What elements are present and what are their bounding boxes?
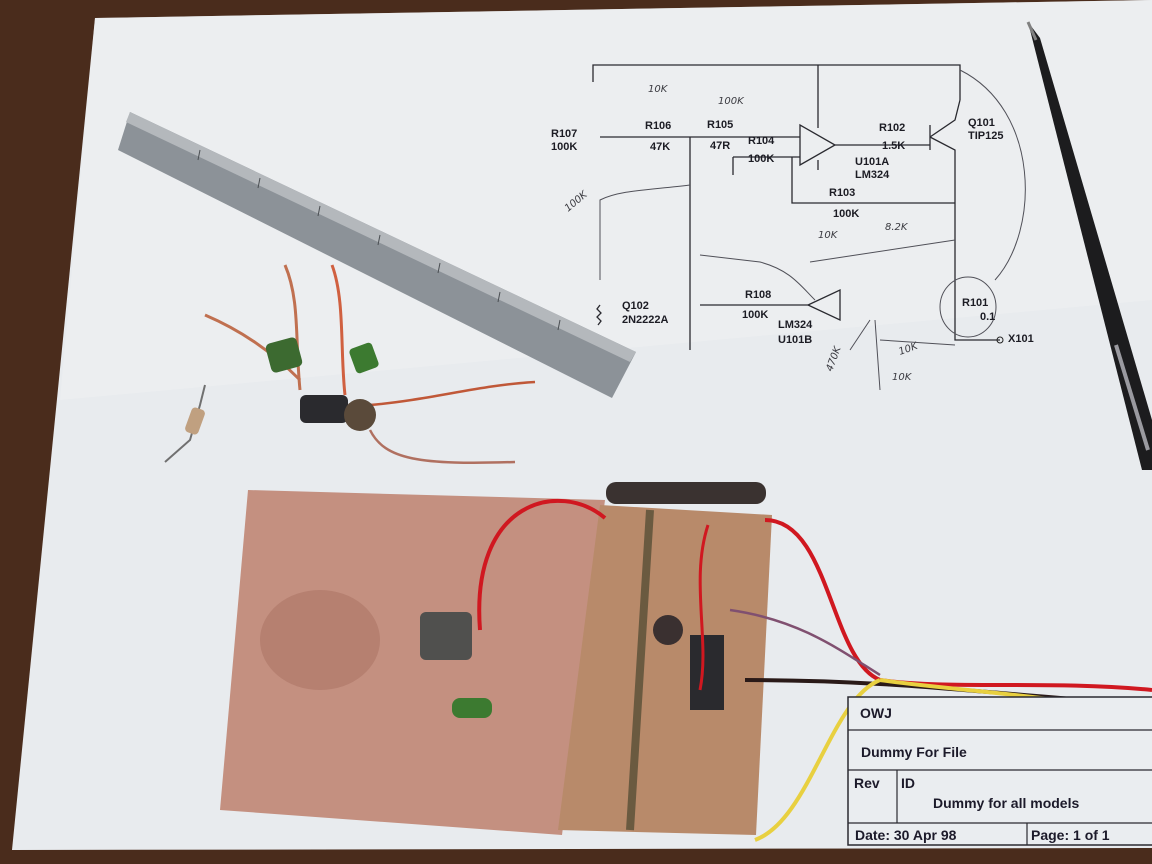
label-lm324-b: LM324 bbox=[778, 319, 813, 331]
label-r101: R101 bbox=[962, 297, 988, 309]
paper-highlight bbox=[60, 0, 1152, 400]
label-q102: Q102 bbox=[622, 300, 649, 312]
mechanical-pencil bbox=[1026, 21, 1152, 470]
schematic-drawing bbox=[592, 64, 1026, 391]
value-q102: 2N2222A bbox=[622, 314, 669, 326]
value-u101b: U101B bbox=[778, 334, 812, 346]
label-x101: X101 bbox=[1008, 333, 1034, 345]
capacitor bbox=[452, 698, 492, 718]
hw-label: 8.2K bbox=[885, 222, 909, 233]
value-q101: TIP125 bbox=[968, 130, 1003, 142]
value-r108: 100K bbox=[742, 309, 768, 321]
transistor-to220 bbox=[420, 612, 472, 660]
value-u101a: LM324 bbox=[855, 169, 890, 181]
value-r107: 100K bbox=[551, 141, 577, 153]
hw-label: 100K bbox=[718, 96, 745, 107]
red-wire bbox=[477, 498, 607, 631]
value-r105: 47R bbox=[710, 140, 730, 152]
label-r102: R102 bbox=[879, 122, 905, 134]
label-r106: R106 bbox=[645, 120, 671, 132]
label-r108: R108 bbox=[745, 289, 771, 301]
value-r104: 100K bbox=[748, 153, 774, 165]
label-r104: R104 bbox=[748, 135, 775, 147]
title-block-id-value: Dummy for all models bbox=[933, 795, 1079, 811]
hw-label: 10K bbox=[818, 230, 839, 241]
value-r103: 100K bbox=[833, 208, 859, 220]
power-resistor bbox=[606, 482, 766, 504]
label-q101: Q101 bbox=[968, 117, 995, 129]
schematic-labels: R107 100K R106 47K R105 47R R104 100K R1… bbox=[551, 117, 1034, 346]
title-block-rev-label: Rev bbox=[854, 775, 880, 791]
label-r107: R107 bbox=[551, 128, 577, 140]
trimmer-pot bbox=[653, 615, 683, 645]
hw-label: 10K bbox=[892, 372, 913, 383]
title-block-title: Dummy For File bbox=[861, 744, 967, 760]
lm324-chip bbox=[690, 635, 724, 710]
title-block-id-label: ID bbox=[901, 775, 915, 791]
title-block-author: OWJ bbox=[860, 705, 892, 721]
hw-label: 10K bbox=[648, 84, 669, 95]
title-block-page: Page: 1 of 1 bbox=[1031, 827, 1110, 843]
yellow-wire bbox=[754, 678, 881, 842]
copper-clad-board bbox=[220, 482, 1152, 842]
value-r101: 0.1 bbox=[980, 311, 995, 323]
value-r106: 47K bbox=[650, 141, 670, 153]
label-r105: R105 bbox=[707, 119, 733, 131]
title-block-date: Date: 30 Apr 98 bbox=[855, 827, 957, 843]
steel-ruler bbox=[118, 112, 636, 398]
title-block: OWJ Dummy For File Rev ID Dummy for all … bbox=[847, 696, 1152, 846]
value-r102: 1.5K bbox=[882, 140, 905, 152]
loose-components bbox=[164, 264, 536, 465]
label-u101a: U101A bbox=[855, 156, 889, 168]
label-r103: R103 bbox=[829, 187, 855, 199]
